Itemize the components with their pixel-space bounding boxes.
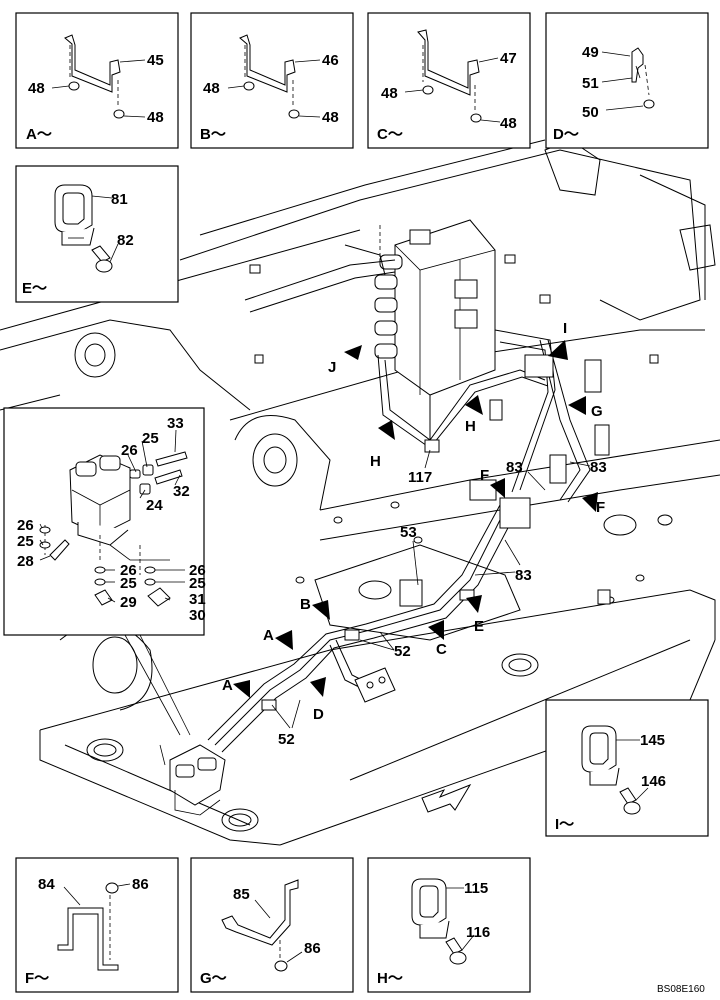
- main-label-18: D: [313, 706, 324, 723]
- arrow-j: [344, 345, 362, 360]
- detail-panel-a: 45 48 48 A～: [15, 12, 179, 149]
- panel-a-title: A～: [26, 126, 52, 143]
- main-label-8: 83: [590, 459, 607, 476]
- control-valve: [244, 219, 496, 396]
- main-label-2: 117: [408, 469, 432, 486]
- arrow-d: [310, 677, 326, 697]
- main-label-11: 83: [515, 567, 532, 584]
- panel-f-title: F～: [25, 970, 49, 987]
- panel-e-label-81: 81: [111, 191, 128, 208]
- inset-label-29: 29: [120, 594, 137, 611]
- inset-label-32: 32: [173, 483, 190, 500]
- detail-panel-d: 49 51 50 D～: [545, 12, 709, 149]
- inset-leader: [124, 634, 181, 736]
- panel-g-label-85: 85: [233, 886, 250, 903]
- detail-panel-b: 46 48 48 B～: [190, 12, 354, 149]
- inset-label-26-top: 26: [121, 442, 138, 459]
- main-label-7: F: [480, 467, 489, 484]
- main-label-16: 52: [394, 643, 411, 660]
- detail-panel-g: 85 86 G～: [190, 857, 354, 993]
- front-direction-arrow: [421, 783, 472, 813]
- arrow-h-left: [378, 420, 395, 440]
- arrow-a-lower: [233, 680, 250, 698]
- detail-panel-i: 145 146 I～: [545, 699, 709, 837]
- panel-d-label-51: 51: [582, 75, 599, 92]
- inset-label-24: 24: [146, 497, 163, 514]
- main-label-5: I: [563, 320, 567, 337]
- view-arrows: [233, 340, 598, 698]
- main-label-15: C: [436, 641, 447, 658]
- panel-h-label-115: 115: [464, 880, 488, 897]
- pilot-valve-on-frame: [159, 744, 226, 816]
- panel-c-label-48-left: 48: [381, 85, 398, 102]
- panel-d-label-49: 49: [582, 44, 599, 61]
- main-labels: J H 117 H G I 83 F 83 F 53 83 B A E C 52…: [222, 320, 607, 748]
- panel-b-label-46: 46: [322, 52, 339, 69]
- panel-b-label-48-left: 48: [203, 80, 220, 97]
- inset-label-25-left: 25: [17, 533, 34, 550]
- panel-i-label-146: 146: [641, 773, 666, 790]
- main-label-3: H: [465, 418, 476, 435]
- arrow-i: [548, 340, 568, 360]
- main-label-19: 52: [278, 731, 295, 748]
- inset-label-26-right: 26: [189, 562, 206, 579]
- panel-b-title: B～: [200, 126, 226, 143]
- arrow-f-right: [582, 492, 598, 512]
- panel-e-title: E～: [22, 280, 47, 297]
- panel-d-label-50: 50: [582, 104, 599, 121]
- panel-g-label-86: 86: [304, 940, 321, 957]
- drawing-code: BS08E160: [657, 984, 705, 995]
- detail-panel-h: 115 116 H～: [367, 857, 531, 993]
- arrow-e: [466, 595, 482, 613]
- detail-panel-f: 84 86 F～: [15, 857, 179, 993]
- inset-label-30: 30: [189, 607, 206, 624]
- main-label-4: G: [591, 403, 603, 420]
- arrow-a-upper: [275, 630, 293, 650]
- panel-a-label-48-right: 48: [147, 109, 164, 126]
- main-label-17: A: [222, 677, 233, 694]
- arrow-f-left: [490, 478, 505, 498]
- panel-f-label-86: 86: [132, 876, 149, 893]
- inset-label-28: 28: [17, 553, 34, 570]
- panel-e-label-82: 82: [117, 232, 134, 249]
- inset-label-31: 31: [189, 591, 206, 608]
- panel-h-label-116: 116: [466, 924, 490, 941]
- panel-c-label-48-right: 48: [500, 115, 517, 132]
- hose-routing: [207, 329, 611, 753]
- panel-a-label-45: 45: [147, 52, 164, 69]
- main-label-6: 83: [506, 459, 523, 476]
- main-label-9: F: [596, 499, 605, 516]
- inset-label-25-top: 25: [142, 430, 159, 447]
- detail-panel-e: 81 82 E～: [15, 165, 179, 303]
- arrow-h-right: [465, 395, 483, 415]
- inset-label-25-right: 25: [189, 575, 206, 592]
- panel-b-label-48-right: 48: [322, 109, 339, 126]
- inset-pilot-valve: 33 26 25 32 24 26 25 28 26 25 29 26 25 3…: [3, 407, 206, 636]
- panel-h-title: H～: [377, 970, 403, 987]
- panel-i-label-145: 145: [640, 732, 665, 749]
- inset-label-26-left: 26: [17, 517, 34, 534]
- arrow-c: [428, 620, 444, 640]
- detail-panel-c: 47 48 48 C～: [367, 12, 531, 149]
- main-label-12: B: [300, 596, 311, 613]
- panel-c-label-47: 47: [500, 50, 517, 67]
- panel-a-label-48-left: 48: [28, 80, 45, 97]
- panel-i-title: I～: [555, 816, 574, 833]
- main-label-0: J: [328, 359, 336, 376]
- inset-label-25-mid: 25: [120, 575, 137, 592]
- arrow-b: [312, 600, 330, 620]
- main-label-13: A: [263, 627, 274, 644]
- panel-d-title: D～: [553, 126, 579, 143]
- panel-c-title: C～: [377, 126, 403, 143]
- inset-label-26-mid: 26: [120, 562, 137, 579]
- main-label-1: H: [370, 453, 381, 470]
- main-label-14: E: [474, 618, 484, 635]
- inset-label-33: 33: [167, 415, 184, 432]
- panel-f-label-84: 84: [38, 876, 55, 893]
- panel-g-title: G～: [200, 970, 227, 987]
- main-label-10: 53: [400, 524, 417, 541]
- arrow-g: [568, 396, 586, 415]
